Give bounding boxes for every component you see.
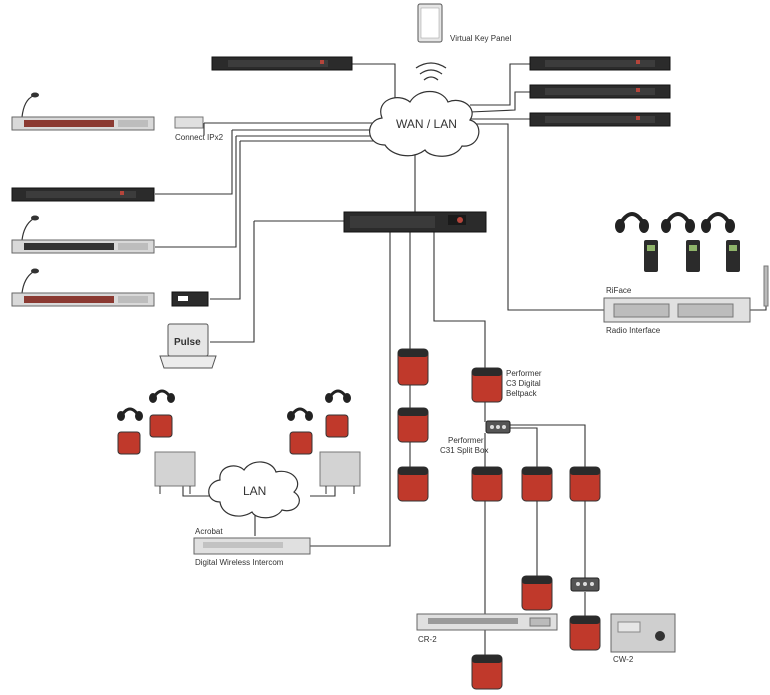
gooseneck-mic-icon [21, 268, 39, 294]
beltpack [471, 466, 503, 502]
split-box [570, 577, 600, 592]
wireless-beltpack [149, 414, 173, 438]
cr2-rack: CR-2 [416, 613, 558, 644]
rack-key-panel-left-4 [11, 292, 155, 307]
rack-key-panel-left-2 [11, 187, 155, 202]
beltpack [521, 575, 553, 611]
headset-icon [701, 212, 735, 233]
riface-radio-interface: RiFace Radio Interface [603, 286, 751, 335]
wan-lan-cloud: WAN / LAN [369, 90, 480, 157]
gooseneck-mic-icon [21, 215, 39, 241]
cr2-label: CR-2 [418, 635, 437, 644]
beltpack [397, 466, 429, 502]
beltpack [569, 615, 601, 651]
beltpack [521, 466, 553, 502]
digital-wireless-intercom-label: Digital Wireless Intercom [195, 558, 284, 567]
split-box-label-line1: Performer [448, 436, 484, 445]
wireless-beltpack [325, 414, 349, 438]
gooseneck-mic-icon [21, 92, 39, 118]
performer-beltpack-label-line3: Beltpack [506, 389, 538, 398]
connect-ipx2-label: Connect IPx2 [175, 133, 224, 142]
rack-key-panel-left-1 [11, 116, 155, 131]
cw2-label: CW-2 [613, 655, 634, 664]
headset-icon [149, 389, 175, 403]
acrobat-base-station: Acrobat Digital Wireless Intercom [193, 527, 311, 567]
headset-icon [615, 212, 649, 233]
matrix-frame [343, 211, 487, 233]
performer-c31-split-box: Performer C31 Split Box [440, 420, 511, 455]
performer-beltpack-label-line2: C3 Digital [506, 379, 541, 388]
wan-lan-label: WAN / LAN [396, 117, 457, 131]
rack-key-panel-right-1 [529, 56, 671, 71]
connect-ipx2: Connect IPx2 [174, 116, 224, 142]
radio-handheld-icon [686, 240, 700, 272]
headset-icon [325, 389, 351, 403]
beltpack [569, 466, 601, 502]
beltpack [471, 654, 503, 690]
connection-wires [155, 63, 767, 655]
pulse-label: Pulse [174, 337, 201, 348]
wireless-beltpack [289, 431, 313, 455]
antenna-unit [319, 451, 361, 494]
acrobat-label: Acrobat [195, 527, 223, 536]
lan-label: LAN [243, 484, 266, 498]
cw2-wall-panel: CW-2 [610, 613, 676, 664]
rack-key-panel-right-3 [529, 112, 671, 127]
lan-cloud: LAN [208, 461, 300, 519]
performer-c3-beltpack: Performer C3 Digital Beltpack [471, 367, 542, 403]
virtual-key-panel-label: Virtual Key Panel [450, 34, 511, 43]
beltpack [397, 348, 429, 386]
ipx-interface-box [171, 291, 209, 307]
riface-label: RiFace [606, 286, 632, 295]
antenna-unit [154, 451, 196, 494]
beltpack [397, 407, 429, 443]
headset-icon [287, 407, 313, 421]
rack-key-panel-top-center [211, 56, 353, 71]
antenna-icon [763, 265, 769, 307]
wifi-icon [415, 62, 447, 81]
rack-key-panel-left-3 [11, 239, 155, 254]
wireless-beltpack [117, 431, 141, 455]
split-box-label-line2: C31 Split Box [440, 446, 488, 455]
radio-handheld-icon [726, 240, 740, 272]
rack-key-panel-right-2 [529, 84, 671, 99]
virtual-key-panel: Virtual Key Panel [417, 3, 511, 43]
headset-icon [661, 212, 695, 233]
radio-handheld-icon [644, 240, 658, 272]
radio-interface-label: Radio Interface [606, 326, 661, 335]
pulse-laptop: Pulse [159, 323, 217, 369]
performer-beltpack-label-line1: Performer [506, 369, 542, 378]
headset-icon [117, 407, 143, 421]
